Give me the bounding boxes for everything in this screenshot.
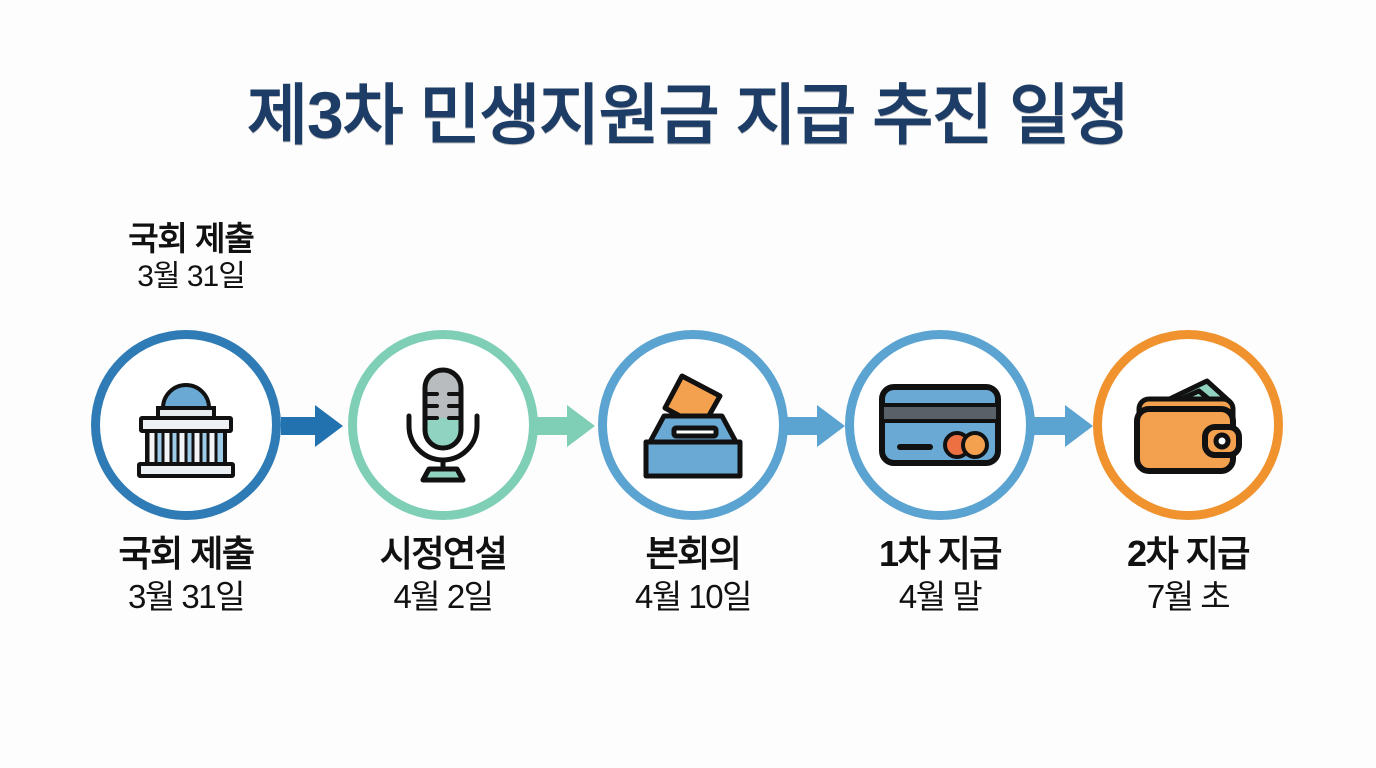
- caption-label: 시정연설: [379, 533, 508, 574]
- callout-date: 3월 31일: [137, 259, 246, 293]
- page-title: 제3차 민생지원금 지급 추진 일정: [247, 78, 1129, 152]
- caption-date: 4월 2일: [393, 578, 494, 616]
- timeline-node-first-payment[interactable]: [845, 330, 1035, 520]
- timeline: [0, 330, 1376, 530]
- arrow-right-icon: [281, 404, 343, 448]
- caption-date: 7월 초: [1146, 578, 1231, 616]
- wallet-icon: [1093, 330, 1283, 520]
- credit-card-icon: [845, 330, 1035, 520]
- caption-submission: 국회 제출 3월 31일: [61, 533, 311, 616]
- caption-policy-speech: 시정연설 4월 2일: [318, 533, 568, 616]
- timeline-node-plenary-session[interactable]: [598, 330, 788, 520]
- arrow-right-icon: [533, 404, 595, 448]
- ballot-box-icon: [598, 330, 788, 520]
- capitol-building-icon: [91, 330, 281, 520]
- arrow-right-icon: [1031, 404, 1093, 448]
- callout-first-step: 국회 제출 3월 31일: [96, 220, 286, 293]
- timeline-node-submission[interactable]: [91, 330, 281, 520]
- arrow-right-icon: [783, 404, 845, 448]
- timeline-captions: 국회 제출 3월 31일 시정연설 4월 2일 본회의 4월 10일 1차 지급…: [0, 533, 1376, 655]
- caption-date: 4월 10일: [635, 578, 752, 616]
- node-ring: [845, 330, 1035, 520]
- caption-label: 2차 지급: [1127, 533, 1250, 574]
- caption-label: 1차 지급: [879, 533, 1002, 574]
- caption-date: 3월 31일: [128, 578, 245, 616]
- caption-plenary-session: 본회의 4월 10일: [568, 533, 818, 616]
- caption-second-payment: 2차 지급 7월 초: [1063, 533, 1313, 616]
- timeline-node-second-payment[interactable]: [1093, 330, 1283, 520]
- caption-label: 본회의: [645, 533, 742, 574]
- caption-date: 4월 말: [898, 578, 983, 616]
- node-ring: [91, 330, 281, 520]
- callout-label: 국회 제출: [128, 220, 255, 257]
- timeline-node-policy-speech[interactable]: [348, 330, 538, 520]
- microphone-icon: [348, 330, 538, 520]
- caption-first-payment: 1차 지급 4월 말: [815, 533, 1065, 616]
- caption-label: 국회 제출: [118, 533, 255, 574]
